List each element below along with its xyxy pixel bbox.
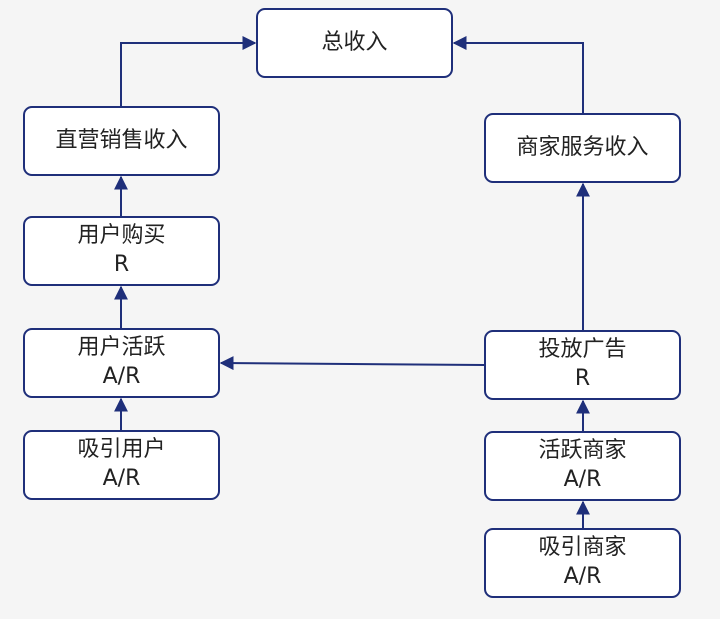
- node-direct-sales-revenue-title: 直营销售收入: [55, 127, 188, 153]
- node-attract-merchants-title: 吸引商家: [538, 535, 627, 561]
- node-user-purchase-metric: R: [113, 252, 130, 277]
- node-attract-users: 吸引用户 A/R: [23, 430, 220, 500]
- node-active-merchants: 活跃商家 A/R: [484, 431, 681, 501]
- node-user-active-title: 用户活跃: [77, 335, 166, 361]
- node-user-active-metric: A/R: [102, 364, 141, 389]
- node-user-purchase: 用户购买 R: [23, 216, 220, 286]
- edge-direct-sales-to-total: [120, 36, 257, 106]
- node-ad-placement-metric: R: [574, 366, 591, 391]
- node-attract-users-title: 吸引用户: [77, 437, 166, 463]
- node-active-merchants-title: 活跃商家: [538, 438, 627, 464]
- node-merchant-service-revenue: 商家服务收入: [484, 113, 681, 183]
- node-attract-merchants: 吸引商家 A/R: [484, 528, 681, 598]
- node-attract-merchants-metric: A/R: [563, 564, 602, 589]
- node-direct-sales-revenue: 直营销售收入: [23, 106, 220, 176]
- node-user-active: 用户活跃 A/R: [23, 328, 220, 398]
- node-attract-users-metric: A/R: [102, 466, 141, 491]
- node-total-revenue: 总收入: [256, 8, 453, 78]
- edge-merchant-service-to-total: [452, 36, 584, 113]
- node-merchant-service-revenue-title: 商家服务收入: [516, 134, 649, 160]
- node-user-purchase-title: 用户购买: [77, 223, 166, 249]
- node-ad-placement-title: 投放广告: [538, 337, 627, 363]
- node-total-revenue-title: 总收入: [321, 29, 388, 55]
- node-ad-placement: 投放广告 R: [484, 330, 681, 400]
- node-active-merchants-metric: A/R: [563, 467, 602, 492]
- edge-ad-placement-to-user-active: [219, 356, 485, 371]
